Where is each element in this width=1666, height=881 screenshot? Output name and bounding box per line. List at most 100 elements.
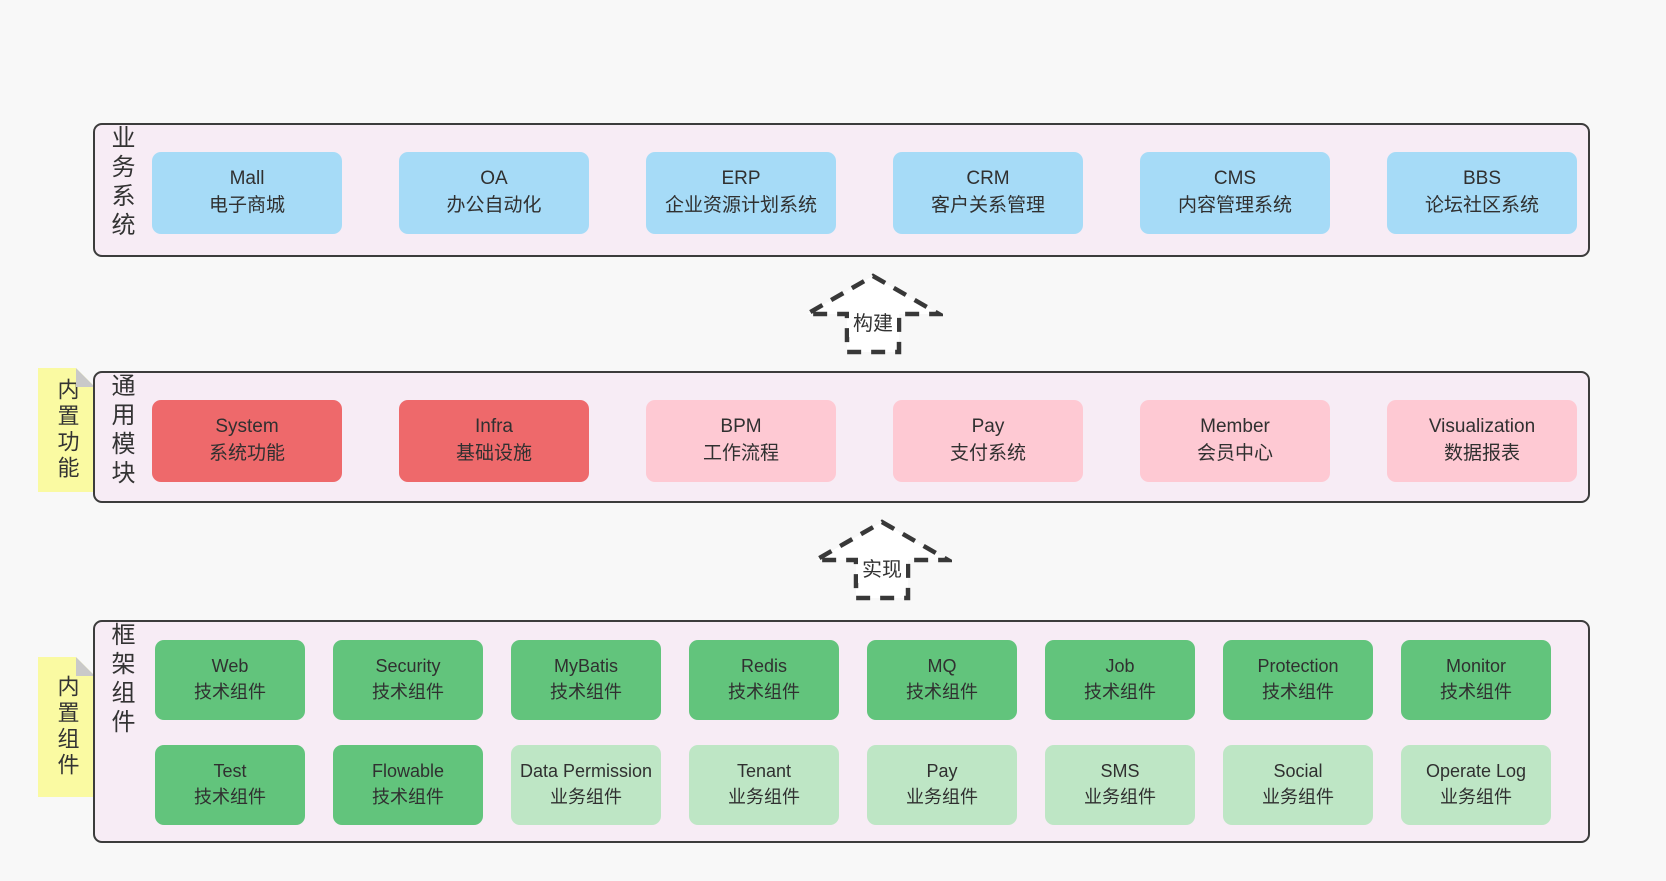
box-name-en: Security xyxy=(375,656,441,677)
box-name-en: Job xyxy=(1105,656,1135,677)
box-name-en: Redis xyxy=(740,656,788,677)
panel-modules-label: 通用模块 xyxy=(107,373,134,489)
box-name-zh: 内容管理系统 xyxy=(1177,195,1292,216)
box-name-en: Monitor xyxy=(1445,656,1507,677)
box-redis: Redis 技术组件 xyxy=(689,640,839,720)
box-name-en: Member xyxy=(1200,416,1270,438)
box-name-en: Test xyxy=(213,761,247,782)
box-name-en: CMS xyxy=(1213,168,1257,190)
box-name-en: BBS xyxy=(1462,168,1502,190)
build-arrow-label: 构建 xyxy=(849,306,897,337)
box-name-en: MQ xyxy=(927,656,957,677)
box-name-zh: 技术组件 xyxy=(728,682,800,702)
box-name-en: Tenant xyxy=(736,761,792,782)
box-name-en: Pay xyxy=(926,761,958,782)
box-visualization: Visualization 数据报表 xyxy=(1387,400,1577,482)
box-test: Test 技术组件 xyxy=(155,745,305,825)
box-social: Social 业务组件 xyxy=(1223,745,1373,825)
box-name-zh: 电子商城 xyxy=(208,195,285,216)
box-name-en: Mall xyxy=(229,168,265,190)
box-name-zh: 工作流程 xyxy=(702,443,779,464)
box-infra: Infra 基础设施 xyxy=(399,400,589,482)
box-name-zh: 支付系统 xyxy=(949,443,1026,464)
box-name-zh: 会员中心 xyxy=(1196,443,1273,464)
box-name-zh: 数据报表 xyxy=(1443,443,1520,464)
components-row-2: Test 技术组件 Flowable 技术组件 Data Permission … xyxy=(155,745,1551,825)
box-name-zh: 业务组件 xyxy=(728,787,800,807)
box-system: System 系统功能 xyxy=(152,400,342,482)
box-name-en: Web xyxy=(211,656,249,677)
box-name-zh: 业务组件 xyxy=(550,787,622,807)
business-box-row: Mall 电子商城 OA 办公自动化 ERP 企业资源计划系统 CRM 客户关系… xyxy=(152,152,1577,234)
modules-box-row: System 系统功能 Infra 基础设施 BPM 工作流程 Pay 支付系统… xyxy=(152,400,1577,482)
box-mybatis: MyBatis 技术组件 xyxy=(511,640,661,720)
box-name-zh: 技术组件 xyxy=(194,787,266,807)
sticky-note-text: 内置组件 xyxy=(54,675,80,779)
box-bpm: BPM 工作流程 xyxy=(646,400,836,482)
box-name-zh: 技术组件 xyxy=(372,787,444,807)
box-name-zh: 办公自动化 xyxy=(446,195,542,216)
box-name-zh: 系统功能 xyxy=(208,443,285,464)
box-name-zh: 技术组件 xyxy=(1262,682,1334,702)
sticky-note-built-in-features: 内置功能 xyxy=(38,368,95,492)
box-name-zh: 基础设施 xyxy=(455,443,532,464)
panel-business-systems: 业务系统 Mall 电子商城 OA 办公自动化 ERP 企业资源计划系统 CRM… xyxy=(93,123,1590,257)
box-name-zh: 业务组件 xyxy=(1084,787,1156,807)
box-name-zh: 技术组件 xyxy=(1084,682,1156,702)
implement-arrow-label: 实现 xyxy=(858,552,906,583)
box-pay-business: Pay 业务组件 xyxy=(867,745,1017,825)
box-name-en: Operate Log xyxy=(1425,761,1527,782)
box-operate-log: Operate Log 业务组件 xyxy=(1401,745,1551,825)
box-name-en: SMS xyxy=(1100,761,1140,782)
box-name-en: Social xyxy=(1273,761,1323,782)
panel-framework-components: 框架组件 Web 技术组件 Security 技术组件 MyBatis 技术组件… xyxy=(93,620,1590,843)
panel-common-modules: 通用模块 System 系统功能 Infra 基础设施 BPM 工作流程 Pay… xyxy=(93,371,1590,503)
box-name-zh: 技术组件 xyxy=(1440,682,1512,702)
box-name-en: ERP xyxy=(721,168,761,190)
box-tenant: Tenant 业务组件 xyxy=(689,745,839,825)
box-name-zh: 技术组件 xyxy=(372,682,444,702)
sticky-note-built-in-components: 内置组件 xyxy=(38,657,95,797)
box-name-en: Infra xyxy=(474,416,514,438)
box-name-en: System xyxy=(215,416,279,438)
box-name-en: MyBatis xyxy=(553,656,618,677)
box-crm: CRM 客户关系管理 xyxy=(893,152,1083,234)
box-data-permission: Data Permission 业务组件 xyxy=(511,745,661,825)
box-bbs: BBS 论坛社区系统 xyxy=(1387,152,1577,234)
box-name-zh: 技术组件 xyxy=(550,682,622,702)
box-erp: ERP 企业资源计划系统 xyxy=(646,152,836,234)
box-name-zh: 技术组件 xyxy=(194,682,266,702)
box-name-zh: 业务组件 xyxy=(1440,787,1512,807)
box-mq: MQ 技术组件 xyxy=(867,640,1017,720)
box-name-zh: 业务组件 xyxy=(1262,787,1334,807)
box-name-zh: 客户关系管理 xyxy=(930,195,1045,216)
box-name-en: Protection xyxy=(1257,656,1339,677)
box-monitor: Monitor 技术组件 xyxy=(1401,640,1551,720)
box-job: Job 技术组件 xyxy=(1045,640,1195,720)
box-name-en: BPM xyxy=(720,416,762,438)
box-protection: Protection 技术组件 xyxy=(1223,640,1373,720)
box-name-en: Visualization xyxy=(1428,416,1536,438)
implement-arrow: 实现 xyxy=(812,518,952,602)
box-security: Security 技术组件 xyxy=(333,640,483,720)
box-name-en: Data Permission xyxy=(519,761,653,782)
box-name-zh: 企业资源计划系统 xyxy=(664,195,817,216)
box-cms: CMS 内容管理系统 xyxy=(1140,152,1330,234)
components-row-1: Web 技术组件 Security 技术组件 MyBatis 技术组件 Redi… xyxy=(155,640,1551,720)
panel-business-label: 业务系统 xyxy=(107,125,134,241)
box-mall: Mall 电子商城 xyxy=(152,152,342,234)
box-sms: SMS 业务组件 xyxy=(1045,745,1195,825)
box-oa: OA 办公自动化 xyxy=(399,152,589,234)
sticky-note-text: 内置功能 xyxy=(54,378,80,482)
box-member: Member 会员中心 xyxy=(1140,400,1330,482)
box-name-zh: 技术组件 xyxy=(906,682,978,702)
panel-components-label: 框架组件 xyxy=(107,622,134,738)
box-name-en: CRM xyxy=(966,168,1010,190)
box-web: Web 技术组件 xyxy=(155,640,305,720)
build-arrow: 构建 xyxy=(803,272,943,356)
box-pay: Pay 支付系统 xyxy=(893,400,1083,482)
box-name-zh: 业务组件 xyxy=(906,787,978,807)
box-name-zh: 论坛社区系统 xyxy=(1424,195,1539,216)
box-flowable: Flowable 技术组件 xyxy=(333,745,483,825)
